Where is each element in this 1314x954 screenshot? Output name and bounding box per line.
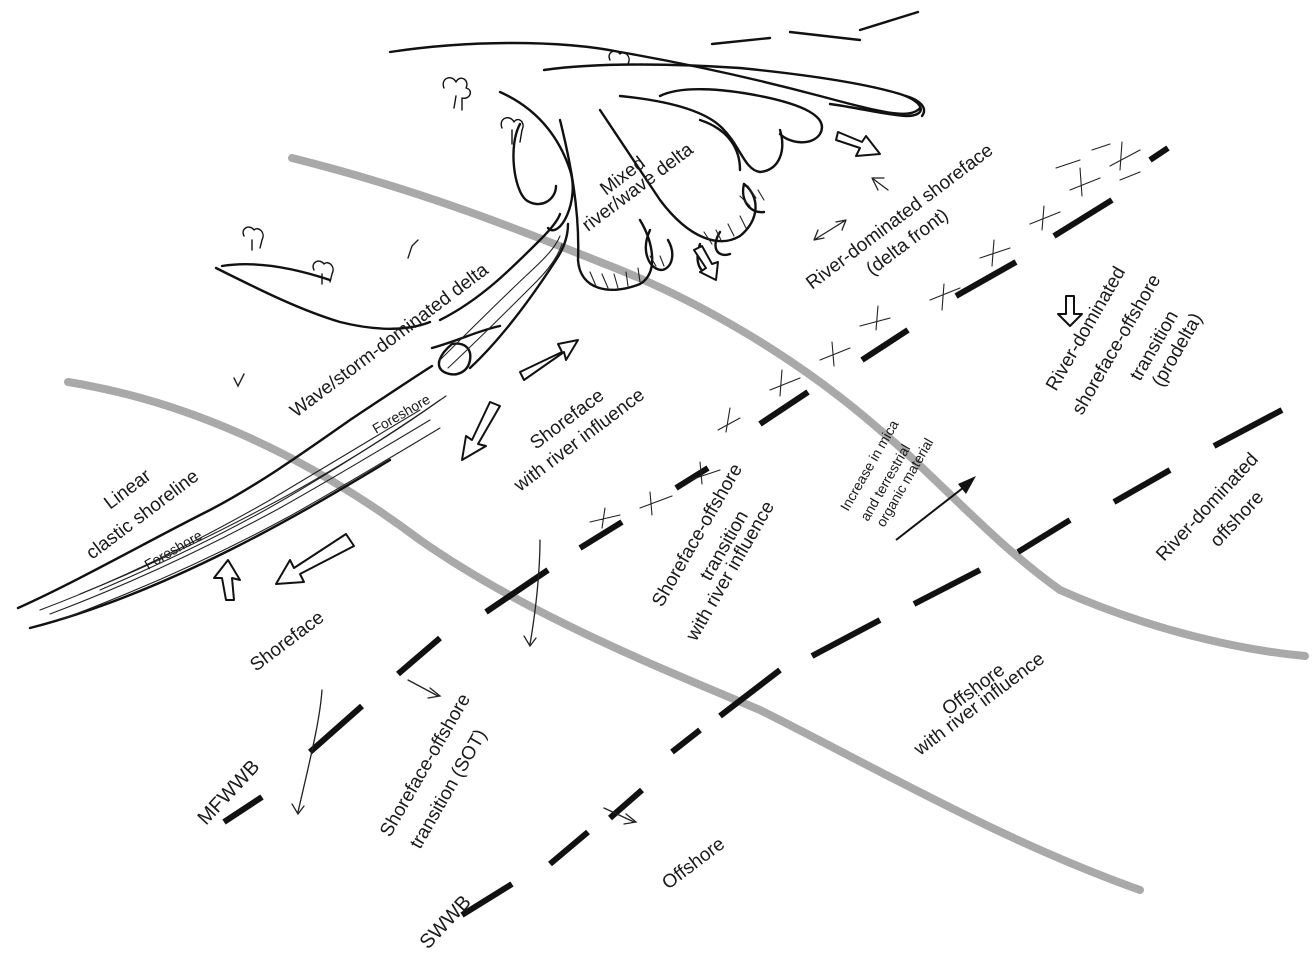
label-foreshore-upper: Foreshore bbox=[370, 391, 433, 437]
label-offshore: Offshore bbox=[658, 834, 729, 894]
facies-boundary-lower bbox=[68, 382, 1140, 890]
label-river-shoreface-1: River-dominated shoreface bbox=[802, 140, 997, 294]
facies-boundary-upper bbox=[292, 158, 1305, 656]
delta-coastline bbox=[18, 12, 924, 628]
grass-icon bbox=[234, 240, 418, 386]
swwb-line bbox=[462, 410, 1282, 915]
label-swwb: SWWB bbox=[416, 891, 476, 953]
label-wave-delta: Wave/storm-dominated delta bbox=[286, 259, 492, 422]
label-shoreface: Shoreface bbox=[246, 607, 328, 676]
label-offshore-river-2: with river influence bbox=[910, 649, 1049, 761]
